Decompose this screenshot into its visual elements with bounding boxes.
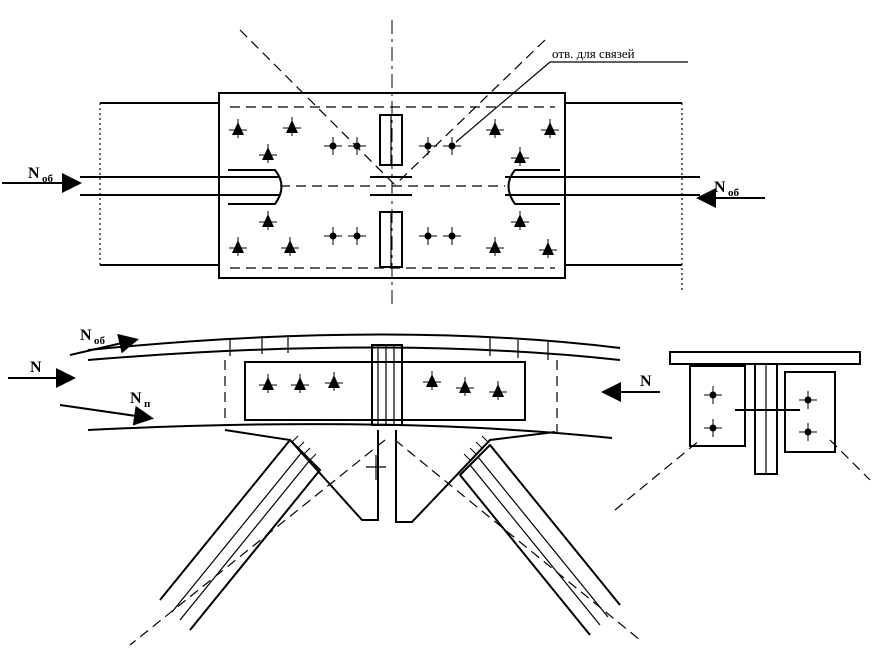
force-label-n-p-subscript: п — [144, 398, 151, 410]
force-label-n-ob-right: N — [714, 179, 726, 196]
force-label-n-ob-elevation: N — [80, 327, 92, 344]
force-label-n-left: N — [30, 359, 42, 376]
force-label-n-p: N — [130, 390, 142, 407]
force-label-n-ob-right-subscript: об — [728, 187, 740, 199]
force-label-n-ob-elevation-subscript: об — [94, 335, 106, 347]
force-label-n-ob-left-subscript: об — [42, 173, 54, 185]
section-view — [614, 351, 871, 511]
plan-view — [2, 20, 765, 305]
force-label-n-right: N — [640, 373, 652, 390]
note-holes-for-bracing: отв. для связей — [552, 46, 635, 61]
force-label-n-ob-left: N — [28, 165, 40, 182]
elevation-view — [8, 333, 660, 646]
web-plate — [244, 361, 526, 421]
